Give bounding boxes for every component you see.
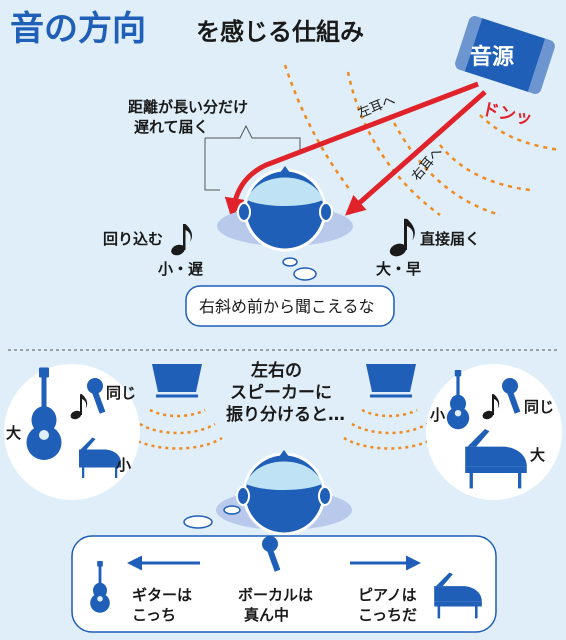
listener-head-bottom [214,448,354,536]
left-piano-level: 小 [116,456,131,474]
sound-source-icon [453,14,557,96]
vocal-text-line1: ボーカルは [238,586,313,604]
thought-bubble-dots [282,257,317,281]
sound-source-label: 音源 [470,44,514,70]
sound-waves [283,64,561,217]
guitar-text-line1: ギターは [132,586,192,604]
left-mic-level: 同じ [106,384,136,402]
delay-note-bubble [204,124,301,191]
speaker-left-icon [152,364,202,398]
left-ear-level: 小・遅 [158,260,203,278]
left-ear-caption: 回り込む [103,230,163,248]
guitar-text-line2: こっち [132,606,176,624]
thought-text-top: 右斜め前から聞こえるな [199,297,375,316]
title-main: 音の方向 [10,9,146,49]
listener-head-top [215,164,355,252]
right-mic-level: 同じ [524,398,554,416]
thought-bubble-bottom [71,535,497,633]
arrow-to-right-ear [345,90,487,216]
delay-note-line2: 遅れて届く [134,118,209,136]
right-ear-caption: 直接届く [420,230,480,248]
piano-text-line2: こっちだ [358,606,417,624]
right-ear-level: 大・早 [376,260,421,278]
thought-bubble-top [185,285,395,327]
right-piano-level: 大 [530,446,545,464]
center-text-line2: スピーカーに [230,383,332,403]
center-text-line1: 左右の [251,360,302,381]
speaker-right-icon [366,364,416,398]
arrow-to-left-ear [224,81,479,218]
right-speaker-circle [426,364,562,500]
title-sub: を感じる仕組み [196,18,364,46]
thought-bubble-dots [183,505,241,529]
right-guitar-level: 小 [430,406,445,424]
left-guitar-level: 大 [6,424,21,442]
path-right-label: 右耳へ [409,145,446,185]
note-icon [169,224,193,258]
piano-text-line1: ピアノは [358,586,417,604]
center-text-line3: 振り分けると… [226,404,345,425]
vocal-text-line2: 真ん中 [244,606,289,624]
note-icon [388,218,415,259]
sound-effect: ドンッ [480,99,534,129]
delay-note-line1: 距離が長い分だけ [128,98,248,116]
